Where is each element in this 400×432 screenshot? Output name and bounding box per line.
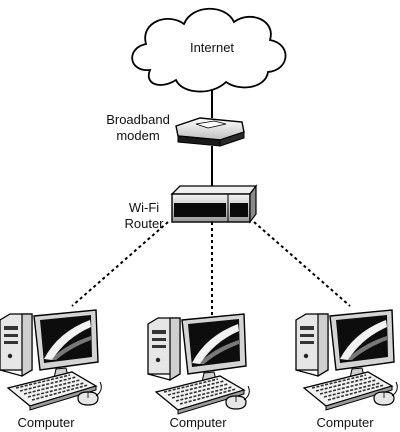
computer-icon-2 (147, 313, 251, 415)
modem-icon (175, 117, 245, 147)
router-label-line1: Wi-Fi (129, 200, 159, 215)
modem-label-line1: Broadband (106, 112, 170, 127)
computer-icon-1 (0, 309, 103, 411)
computer-label-2: Computer (169, 415, 227, 430)
computer-label-1: Computer (17, 415, 75, 430)
internet-cloud-icon (131, 7, 287, 93)
modem-label-line2: modem (116, 128, 159, 143)
link-router-computer-3 (253, 221, 351, 307)
computer-label-3: Computer (316, 415, 374, 430)
internet-label: Internet (190, 40, 234, 55)
computer-icon-3 (295, 309, 399, 411)
router-label-line2: Router (124, 216, 164, 231)
link-router-computer-1 (71, 221, 169, 307)
router-icon (170, 184, 258, 224)
